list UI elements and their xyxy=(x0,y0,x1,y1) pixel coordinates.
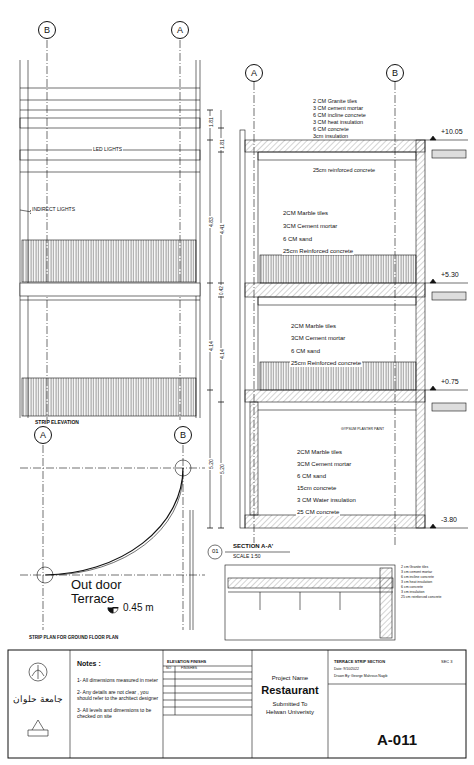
layer-note: 2CM Marble tiles xyxy=(282,210,329,217)
grid-letter: A xyxy=(40,431,46,440)
level: 0.45 m xyxy=(122,602,155,613)
callout: GYPSUM PLASTER PAINT xyxy=(340,428,385,432)
grid-bubble: B xyxy=(174,426,192,444)
sheet-field: Drawn By: George Mahrous Nagib xyxy=(333,675,389,679)
dimension: 4.14 xyxy=(220,348,226,360)
table-heading: ELEVATION FINISHS xyxy=(166,660,207,664)
view-title: SECTION A-A' xyxy=(232,543,274,550)
grid-letter: B xyxy=(180,431,186,440)
grid-letter: A xyxy=(177,26,183,35)
layer-note: 6 cm incline concrete xyxy=(400,576,435,580)
grid-letter: B xyxy=(44,26,50,35)
layer-note: 6 CM sand xyxy=(296,473,327,480)
layer-note: 6 cm concrete xyxy=(400,586,424,590)
dimension: 4.83 xyxy=(209,216,215,228)
scale: SCALE 1:50 xyxy=(232,554,262,560)
layer-note: 25cm Reinforced concrete xyxy=(290,360,362,367)
logo-text: جامعة حلوان xyxy=(12,695,64,705)
grid-bubble: B xyxy=(386,64,404,82)
layer-note: 25cm reinforced concrete xyxy=(312,167,376,173)
level: +0.75 xyxy=(440,378,460,386)
callout: INDIRECT LIGHTS xyxy=(31,207,76,213)
layer-note: 6 CM sand xyxy=(290,348,321,355)
layer-note: 3 cm insulation xyxy=(400,591,425,595)
level: -3.80 xyxy=(440,516,458,524)
grid-letter: B xyxy=(392,69,398,78)
grid-bubble: B xyxy=(38,21,56,39)
sheet-title: TERRACE STRIP SECTION xyxy=(333,660,386,664)
dimension: 4.14 xyxy=(209,340,215,352)
grid-bubble: A xyxy=(245,64,263,82)
callout: LED LIGHTS xyxy=(92,147,123,153)
grid-bubble: A xyxy=(171,21,189,39)
note: 2- Any details are not clear , you shoul… xyxy=(76,690,162,701)
dimension: 1.81 xyxy=(209,116,215,128)
layer-note: 3 cm cement mortar xyxy=(400,571,433,575)
title-field: Project Name xyxy=(271,675,309,682)
title-field: Submitted To xyxy=(272,701,309,708)
layer-note: 3 CM heat insulation xyxy=(312,119,364,125)
layer-note: 3CM Cement mortar xyxy=(282,223,338,230)
dimension: 5.20 xyxy=(220,463,226,475)
layer-note: 3CM Cement mortar xyxy=(290,335,346,342)
grid-bubble: A xyxy=(34,426,52,444)
grid-letter: A xyxy=(251,69,257,78)
layer-note: 25 cm reinforced concrete xyxy=(400,596,442,600)
layer-note: 2 CM Granite tiles xyxy=(312,98,358,104)
layer-note: 3 CM cement mortar xyxy=(312,105,364,111)
sheet-number: A-011 xyxy=(376,732,418,749)
layer-note: 3 cm heat insulation xyxy=(400,581,433,585)
dimension: 4.41 xyxy=(220,223,226,235)
layer-note: 2CM Marble tiles xyxy=(290,323,337,330)
layer-note: 2 cm Granite tiles xyxy=(400,566,429,570)
level: +10.05 xyxy=(440,128,464,136)
table-cell: FINISHES xyxy=(180,667,198,671)
note: 1- All dimensions measured in meter xyxy=(76,678,162,684)
layer-note: 25 CM concrete xyxy=(296,509,340,516)
note: 3- All levels and dimensions to be check… xyxy=(76,708,162,719)
layer-note: 3 CM Water insulation xyxy=(296,497,357,504)
layer-note: 3cm insulation xyxy=(312,133,349,139)
layer-note: 6 CM sand xyxy=(282,236,313,243)
sheet-field: SEC 3 xyxy=(440,660,454,664)
layer-note: 25cm Reinforced concrete xyxy=(282,248,354,255)
dimension: 1.81 xyxy=(220,138,226,150)
layer-note: 3CM Cement mortar xyxy=(296,461,352,468)
layer-note: 6 CM concrete xyxy=(312,126,350,132)
notes-heading: Notes : xyxy=(76,660,102,668)
table-cell: NO xyxy=(165,667,172,671)
callout-number: 01 xyxy=(211,548,220,555)
dimension: 5.20 xyxy=(209,458,215,470)
project-name: Restaurant xyxy=(260,684,319,696)
sheet-field: Date: 9/10/2022 xyxy=(333,668,360,672)
view-title: STRIP ELEVATION xyxy=(34,420,80,426)
dimension: 0.42 xyxy=(220,285,225,296)
title-field: Helwan Univeristy xyxy=(265,709,315,716)
layer-note: 6 CM incline concrete xyxy=(312,112,367,118)
layer-note: 15cm concrete xyxy=(296,485,337,492)
view-title: STRIP PLAN FOR GROUND FLOOR PLAN xyxy=(28,636,119,641)
layer-note: 2CM Marble tiles xyxy=(296,449,343,456)
level: +5.30 xyxy=(440,271,460,279)
